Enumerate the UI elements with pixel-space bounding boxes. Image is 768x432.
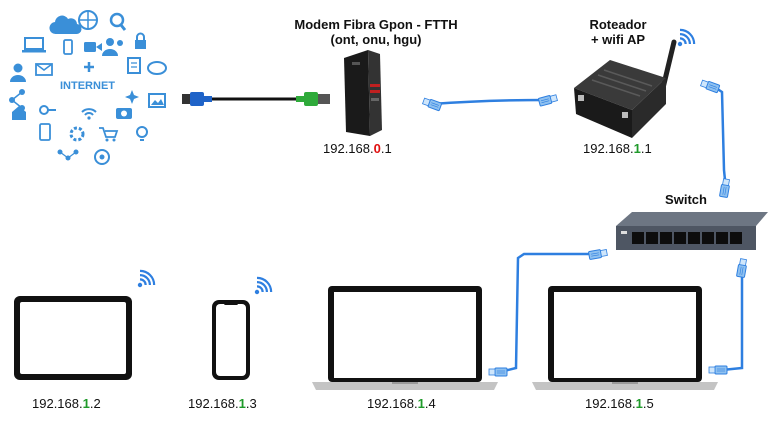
laptop-1-ip: 192.168.1.4 [367,396,436,411]
ethernet-connector-switch-out [587,247,609,261]
mail-icon [35,63,53,76]
router-wifi-icon [676,25,699,48]
router-title-line2: + wifi AP [590,32,646,47]
tablet-device [14,296,132,380]
image-icon [148,93,166,108]
sparkle-icon [125,90,139,104]
users-icon [102,38,123,56]
modem-title: Modem Fibra Gpon - FTTH (ont, onu, hgu) [264,17,488,47]
ethernet-cables [431,86,744,374]
target-icon [94,149,110,165]
modem-title-line2: (ont, onu, hgu) [330,32,422,47]
ethernet-connector-switch-out-2 [735,257,749,279]
phone-icon [63,39,73,55]
modem-device [344,50,382,136]
tablet-ip: 192.168.1.2 [32,396,101,411]
switch-device [616,212,768,250]
tablet-icon [39,123,51,141]
ethernet-connector-router [537,93,559,107]
router-title: Roteador + wifi AP [566,17,670,47]
router-ip: 192.168.1.1 [583,141,652,156]
share-icon [9,89,25,111]
phone-ip: 192.168.1.3 [188,396,257,411]
gear-icon [69,126,85,142]
phone-wifi-icon [253,273,276,296]
globe-icon [78,10,98,30]
ethernet-connector-laptop-2 [708,365,728,375]
laptop-icon [22,37,46,53]
chat-icon [147,61,167,75]
document-icon [127,57,141,74]
laptop-device-2 [532,286,718,390]
switch-title: Switch [665,192,707,207]
camera-icon [116,108,132,119]
router-device [574,39,677,138]
laptop-2-ip: 192.168.1.5 [585,396,654,411]
home-icon [12,106,26,120]
network-icon [57,149,79,161]
ethernet-connector-switch-in [718,177,732,199]
modem-ip: 192.168.0.1 [323,141,392,156]
tablet-wifi-icon [136,266,159,289]
fiber-cable [182,92,330,106]
laptop-device-1 [312,286,498,390]
user-icon [10,63,26,82]
search-icon [109,12,127,31]
plus-icon [84,62,94,72]
cloud-icon [49,15,82,35]
phone-device [212,300,250,380]
lock-icon [135,32,146,49]
ethernet-connector-router-out [699,78,721,94]
bulb-icon [136,126,148,141]
video-icon [84,42,102,52]
key-icon [39,105,56,115]
ethernet-connector-laptop-1 [488,367,508,377]
shopping-cart-icon [99,127,119,142]
ethernet-connector-modem [421,96,443,112]
sc-connector-green [296,92,330,106]
internet-cloud [9,10,167,165]
router-title-line1: Roteador [589,17,647,32]
internet-label: INTERNET [60,80,115,92]
wifi-icon [81,108,97,120]
modem-title-line1: Modem Fibra Gpon - FTTH [294,17,458,32]
sc-connector-blue [182,92,212,106]
